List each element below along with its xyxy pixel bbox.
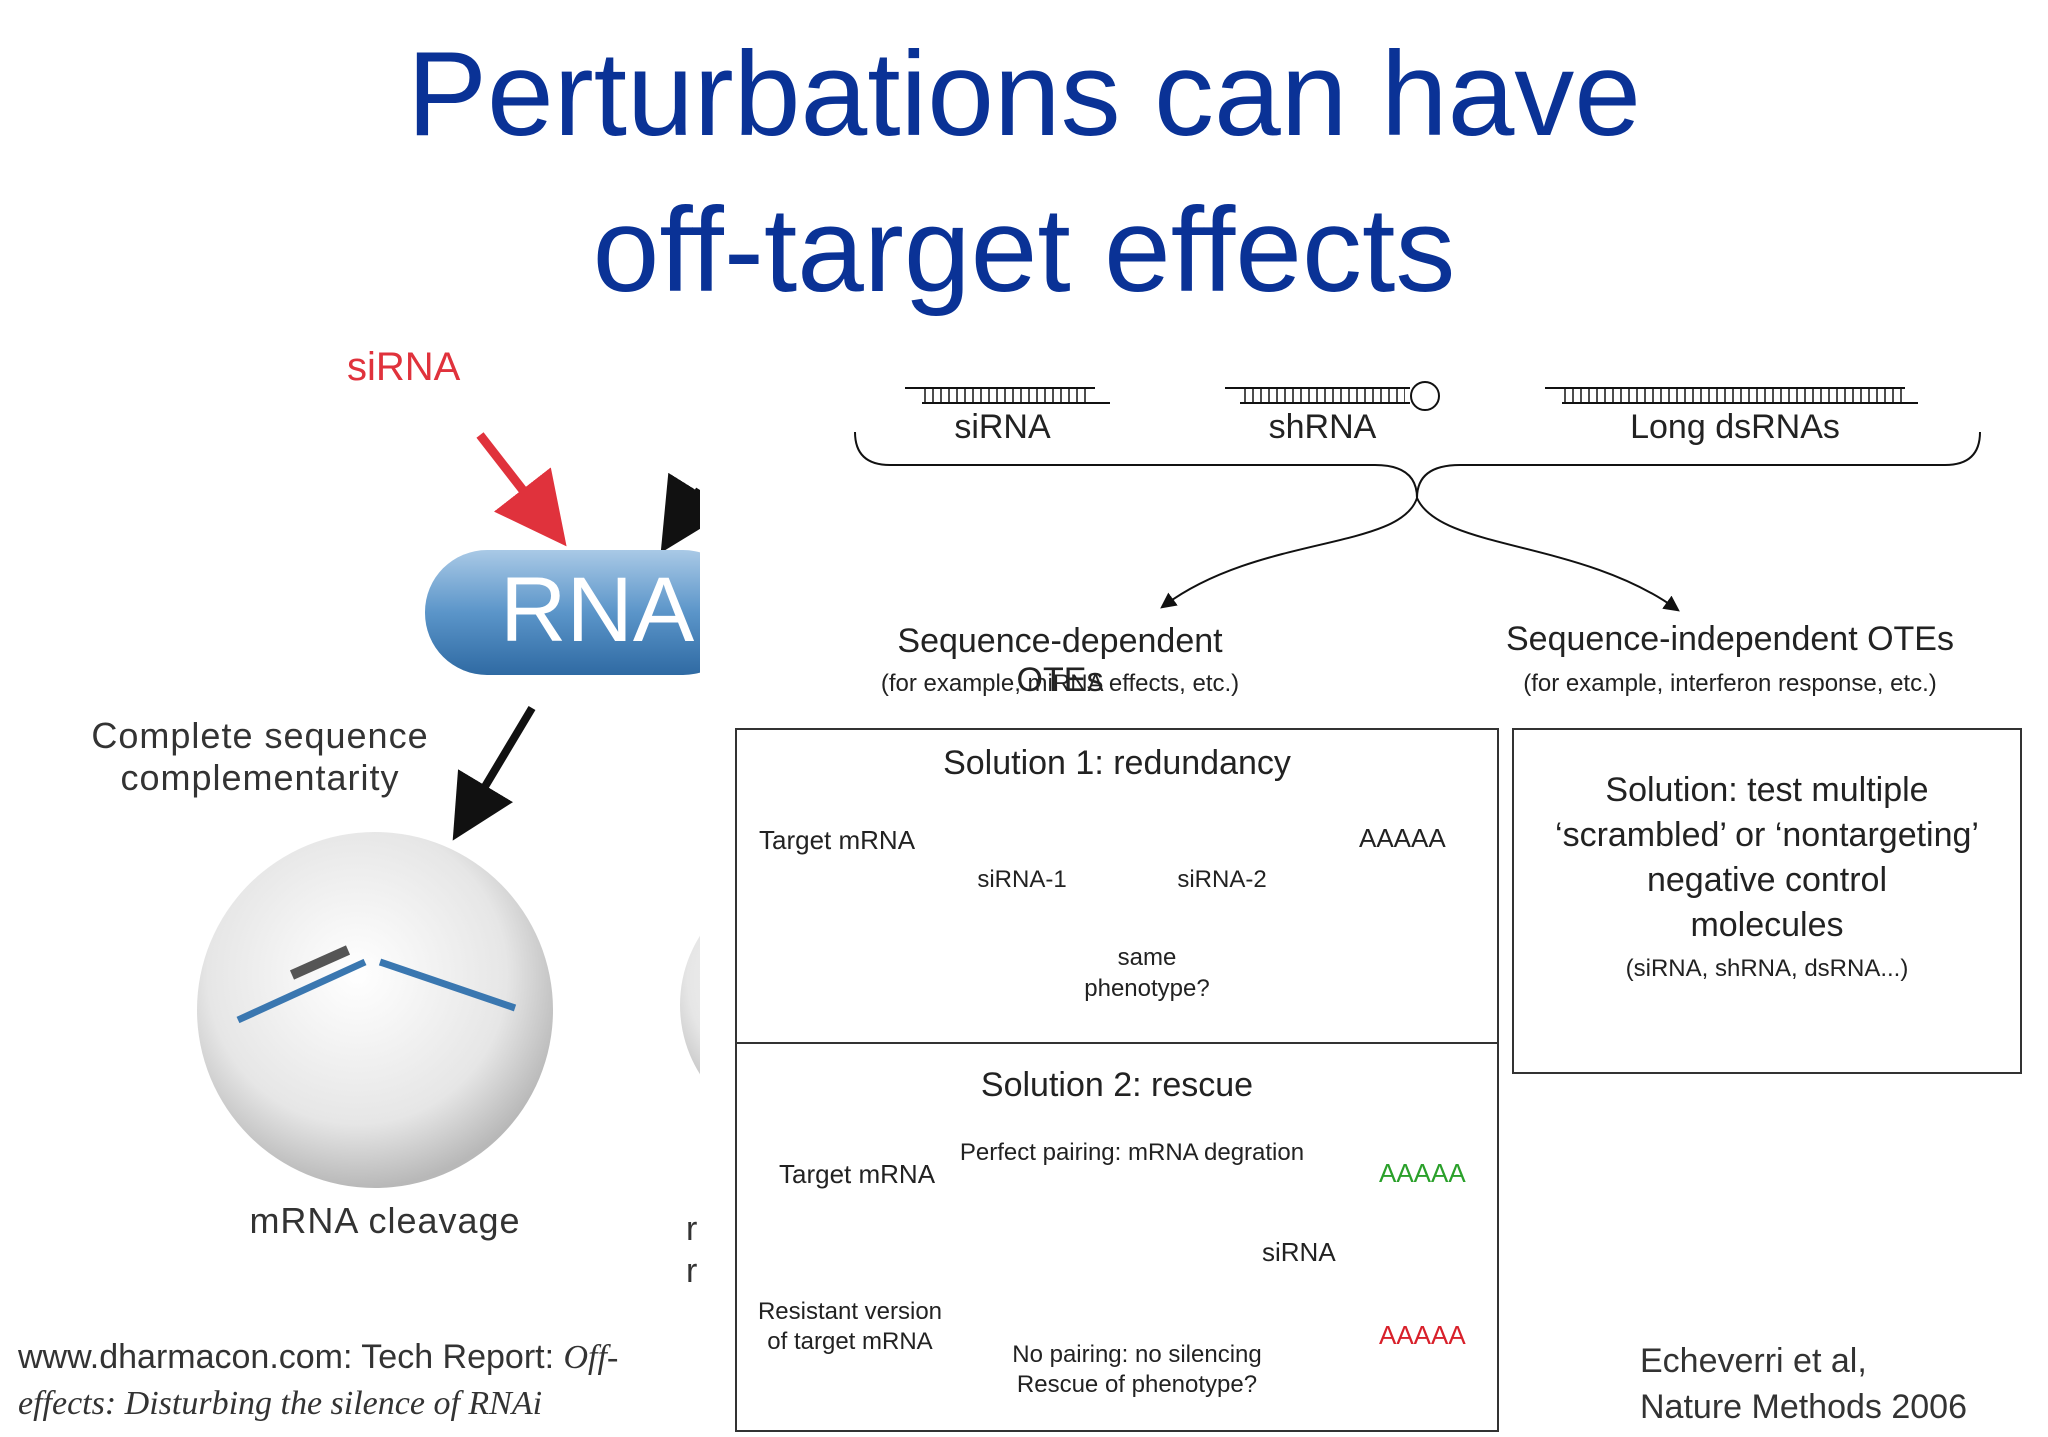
cut-text-1: r [686, 1210, 698, 1248]
arrow-seq-dependent [1160, 497, 1418, 609]
shrna-hairpin [1225, 381, 1440, 411]
mirna-arrow [660, 472, 700, 553]
left-figure-graphics [197, 432, 700, 1188]
solution2-title: Solution 2: rescue [980, 1066, 1254, 1104]
s1-question-line2: phenotype? [1084, 975, 1210, 1002]
solution-independent-box: Solution: test multiple ‘scrambled’ or ‘… [1512, 728, 2022, 1074]
slide-title-line1: Perturbations can have [406, 27, 1642, 161]
slide-title-line2: off-target effects [592, 183, 1456, 317]
seq-dependent-example: (for example, miRNA effects, etc.) [880, 670, 1240, 697]
rna-pill [425, 550, 700, 675]
s2-target-label: Target mRNA [779, 1159, 936, 1189]
s-indep-line2: ‘scrambled’ or ‘nontargeting’ [1555, 816, 1979, 854]
sirna-arrow [476, 432, 567, 547]
bound-sirna [289, 945, 351, 980]
s2-resistant-line2: of target mRNA [767, 1328, 933, 1355]
arrow-seq-independent [1416, 497, 1680, 612]
s1-polya: AAAAA [1359, 823, 1446, 853]
right-figure: siRNA shRNA Long dsRNAs Sequence-depende… [700, 350, 2040, 1435]
s2-resistant-line1: Resistant version [757, 1298, 943, 1325]
s2-polya-red: AAAAA [1379, 1320, 1466, 1350]
solution1-box: Solution 1: redundancy Target mRNA AAAAA… [735, 728, 1499, 1078]
complementarity-label: Complete sequence complementarity [91, 715, 429, 798]
left-figure: siRNA RNA Complete sequence complementar… [0, 340, 700, 1340]
s1-target-label: Target mRNA [759, 825, 916, 855]
s-indep-line4: molecules [1690, 906, 1844, 944]
molecule-label-long-dsrna: Long dsRNAs [1630, 408, 1840, 446]
sirna-duplex [905, 387, 1110, 404]
s2-nopair-line1: No pairing: no silencing [1012, 1341, 1262, 1368]
s-indep-line5: (siRNA, shRNA, dsRNA...) [1625, 955, 1909, 982]
s2-sirna-label: siRNA [1262, 1237, 1336, 1267]
repression-sphere [680, 935, 700, 1075]
s2-perfect-pairing: Perfect pairing: mRNA degration [959, 1139, 1305, 1166]
citation-left-line2: effects: Disturbing the silence of RNAi [18, 1385, 543, 1422]
solution1-title: Solution 1: redundancy [943, 744, 1291, 782]
seq-independent-title: Sequence-independent OTEs [1506, 620, 1954, 658]
s1-question-line1: same [1117, 944, 1177, 971]
s1-sirna1-label: siRNA-1 [977, 866, 1067, 893]
cleavage-label: mRNA cleavage [249, 1200, 521, 1241]
molecule-label-sirna: siRNA [954, 408, 1051, 446]
cleavage-sphere [197, 832, 553, 1188]
solution2-box: Solution 2: rescue Perfect pairing: mRNA… [735, 1042, 1499, 1432]
s2-nopair-line2: Rescue of phenotype? [1016, 1371, 1258, 1398]
sirna-label: siRNA [347, 345, 461, 389]
seq-independent-example: (for example, interferon response, etc.) [1523, 670, 1937, 697]
rna-label: RNA [500, 559, 695, 661]
citation-right: Echeverri et al, Nature Methods 2006 [1640, 1342, 1967, 1426]
seq-dependent-title: Sequence-dependent OTEs [897, 622, 1223, 699]
s-indep-line1: Solution: test multiple [1605, 771, 1929, 809]
citation-left-line1: www.dharmacon.com: Tech Report: Off- [18, 1338, 619, 1376]
s2-polya-green: AAAAA [1379, 1158, 1466, 1188]
s-indep-line3: negative control [1646, 861, 1888, 899]
s1-sirna2-label: siRNA-2 [1177, 866, 1267, 893]
cleaved-mrna-left [236, 958, 367, 1024]
cleaved-mrna-right [378, 958, 517, 1012]
complementarity-arrow [452, 705, 536, 841]
molecule-label-shrna: shRNA [1268, 408, 1377, 446]
long-dsrna [1545, 387, 1918, 404]
cut-text-2: r [686, 1252, 698, 1290]
